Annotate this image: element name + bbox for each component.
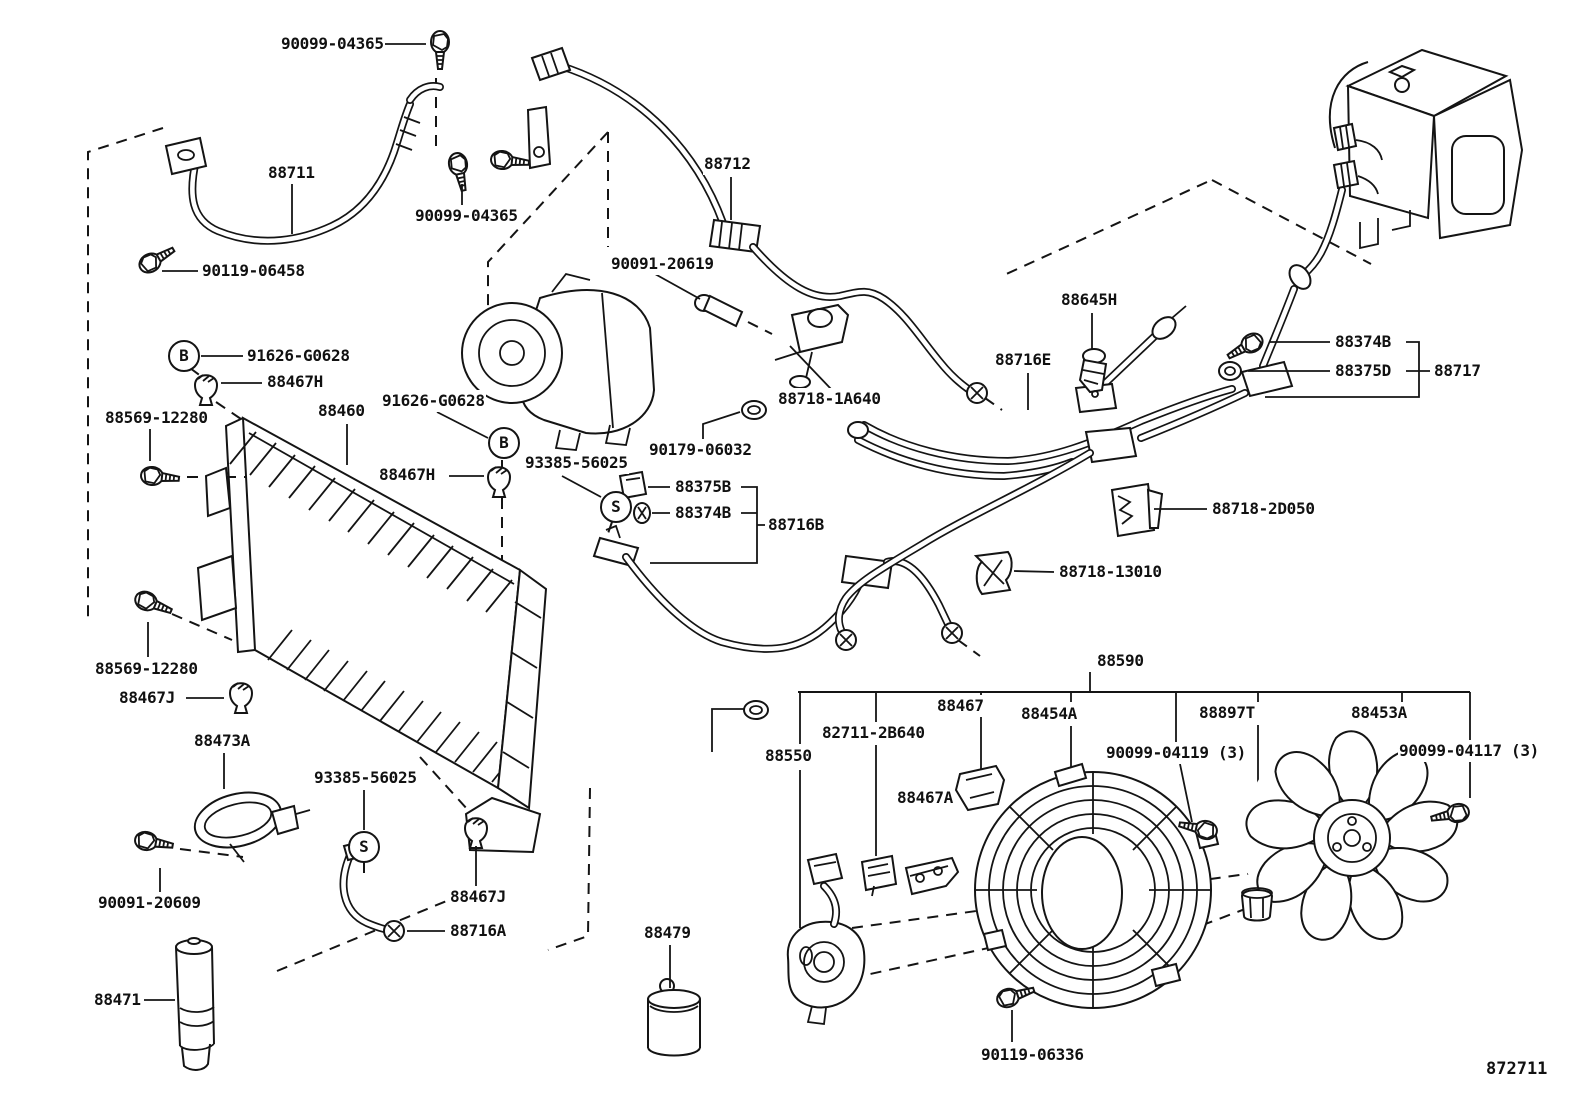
part-number-label: 88716B	[767, 514, 825, 536]
part-number-label: 88716E	[994, 349, 1052, 371]
part-number-label: 88453A	[1350, 702, 1408, 724]
cap-88479-drawing	[647, 978, 701, 1057]
part-number-label: 90099-04119 (3)	[1105, 742, 1247, 764]
receiver-drier-88471-drawing	[175, 937, 215, 1071]
part-number-label: 88454A	[1020, 703, 1078, 725]
part-number-label: 88711	[267, 162, 316, 184]
pipes-88716B-88716E-drawing	[592, 305, 1236, 653]
evaporator-unit-drawing	[1328, 48, 1524, 250]
part-number-label: 88374B	[674, 502, 732, 524]
part-number-label: 88718-1A640	[777, 388, 882, 410]
part-number-label: 90099-04365	[280, 33, 385, 55]
part-number-label: 88645H	[1060, 289, 1118, 311]
part-number-label: 82711-2B640	[821, 722, 926, 744]
part-number-label: 88569-12280	[94, 658, 199, 680]
fastener-marker-circle: S	[600, 491, 632, 523]
part-number-label: 90091-20609	[97, 892, 202, 914]
part-number-label: 88716A	[449, 920, 507, 942]
part-number-label: 88467A	[896, 787, 954, 809]
compressor-drawing	[461, 272, 656, 451]
part-number-label: 88467	[936, 695, 985, 717]
clamp-88473A-drawing	[132, 791, 311, 863]
part-number-label: 93385-56025	[313, 767, 418, 789]
part-number-label: 88569-12280	[104, 407, 209, 429]
sensor-88645H-drawing	[1078, 348, 1108, 398]
part-number-label: 88897T	[1198, 702, 1256, 724]
part-number-label: 88467J	[449, 886, 507, 908]
clamp-88718-2D050-drawing	[1110, 482, 1164, 538]
condenser-88460-drawing	[196, 416, 548, 854]
part-number-label: 88590	[1096, 650, 1145, 672]
fastener-marker-circle: B	[488, 427, 520, 459]
part-number-label: 88718-2D050	[1211, 498, 1316, 520]
pipe-88712-drawing	[489, 46, 988, 404]
fan-assembly-88590-drawing	[786, 672, 1472, 1026]
pipe-88717-drawing	[1137, 186, 1346, 442]
part-number-label: 88712	[703, 153, 752, 175]
clip-88467A-drawing	[904, 856, 960, 896]
part-number-label: 88375B	[674, 476, 732, 498]
condenser-fasteners-drawing	[131, 150, 651, 849]
part-number-label: 91626-G0628	[246, 345, 351, 367]
figure-code: 872711	[1486, 1059, 1548, 1079]
clip-88467-drawing	[954, 764, 1006, 812]
bushing-88897T-drawing	[1240, 887, 1274, 922]
part-number-label: 88467H	[266, 371, 324, 393]
part-number-label: 88717	[1433, 360, 1482, 382]
part-number-label: 90119-06336	[980, 1044, 1085, 1066]
part-number-label: 88460	[317, 400, 366, 422]
part-number-label: 88467H	[378, 464, 436, 486]
pressure-switch-88718-1A640-drawing	[694, 294, 850, 752]
part-number-label: 90099-04365	[414, 205, 519, 227]
clamp-88718-13010-drawing	[973, 550, 1013, 596]
part-number-label: 88550	[764, 745, 813, 767]
connector-82711-2B640-drawing	[860, 854, 898, 897]
part-number-label: 90091-20619	[610, 253, 715, 275]
part-number-label: 88374B	[1334, 331, 1392, 353]
part-number-label: 88473A	[193, 730, 251, 752]
part-number-label: 88479	[643, 922, 692, 944]
part-number-label: 91626-G0628	[381, 390, 486, 412]
part-number-label: 90179-06032	[648, 439, 753, 461]
part-number-label: 88375D	[1334, 360, 1392, 382]
part-number-label: 88718-13010	[1058, 561, 1163, 583]
fastener-marker-circle: B	[168, 340, 200, 372]
leader-lines	[144, 43, 1430, 1042]
fan-shroud-88454A-drawing	[974, 762, 1220, 1009]
part-number-label: 90099-04117 (3)	[1398, 740, 1540, 762]
hose-88711-drawing	[134, 30, 450, 278]
part-number-label: 90119-06458	[201, 260, 306, 282]
part-number-label: 88467J	[118, 687, 176, 709]
fan-motor-88550-drawing	[786, 852, 866, 1026]
part-number-label: 93385-56025	[524, 452, 629, 474]
part-number-label: 88471	[93, 989, 142, 1011]
fastener-marker-circle: S	[348, 831, 380, 863]
